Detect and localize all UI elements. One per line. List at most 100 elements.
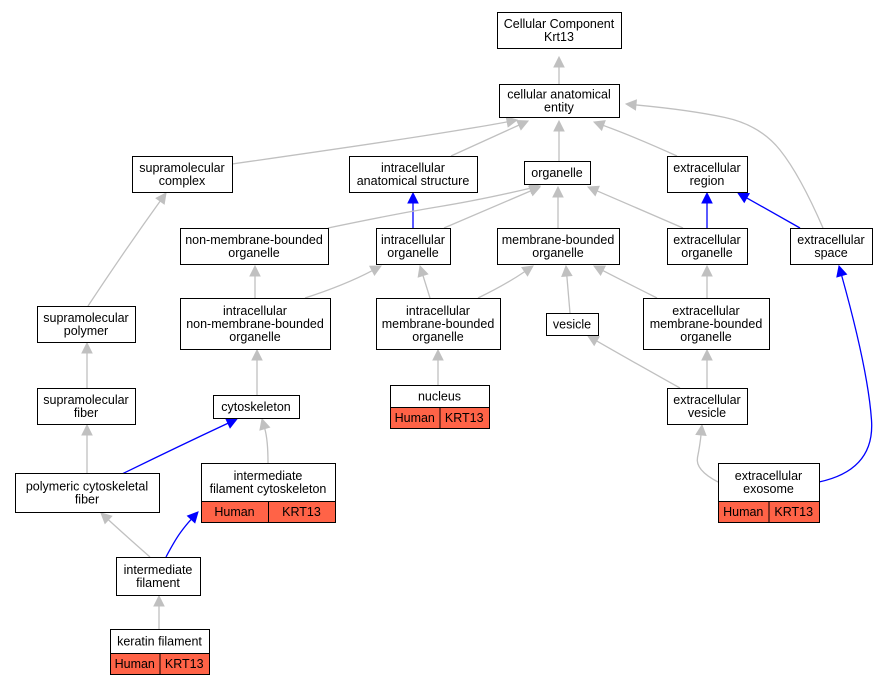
node-label-line: polymeric cytoskeletal [26, 480, 148, 494]
edge-polymeric-cytoskeletal-fiber-to-supramolecular-fiber [81, 423, 93, 473]
arrowhead-icon [528, 185, 542, 197]
gene-tag: KRT13 [282, 505, 321, 519]
arrowhead-icon [153, 594, 165, 607]
node-box [667, 156, 748, 193]
node-label-line: intermediate [234, 469, 303, 483]
species-tag: Human [723, 505, 763, 519]
node-label-line: filament cytoskeleton [210, 482, 327, 496]
node-label-line: organelle [532, 246, 583, 260]
gene-tag: KRT13 [445, 411, 484, 425]
node-label-line: keratin filament [117, 635, 202, 649]
node-label-line: anatomical structure [357, 174, 470, 188]
node-box [546, 313, 599, 336]
node-vesicle[interactable]: vesicle [546, 313, 599, 336]
node-label-line: organelle [412, 330, 463, 344]
node-label-line: fiber [74, 406, 98, 420]
tag-cell [768, 501, 820, 523]
edge-line [596, 340, 681, 389]
gene-tag: KRT13 [165, 657, 204, 671]
node-label-line: extracellular [673, 393, 740, 407]
node-box [201, 463, 336, 502]
arrowhead-icon [259, 417, 271, 431]
node-label-line: complex [159, 174, 206, 188]
node-box [497, 12, 622, 49]
edge-line [635, 104, 824, 229]
arrowhead-icon [521, 265, 534, 277]
node-organelle[interactable]: organelle [524, 161, 591, 185]
tag-cell [268, 501, 336, 523]
arrowhead-icon [701, 264, 713, 277]
node-label-line: extracellular [673, 161, 740, 175]
edge-line [477, 271, 526, 299]
edge-extracellular-space-to-cellular-anatomical-entity [624, 99, 824, 229]
node-box [718, 463, 820, 502]
node-label-line: vesicle [553, 318, 591, 332]
arrowhead-icon [249, 264, 261, 277]
edge-line [264, 428, 269, 464]
node-box [497, 228, 620, 265]
node-label-line: space [814, 246, 847, 260]
node-label-line: extracellular [735, 469, 802, 483]
edge-membrane-bounded-organelle-to-organelle [552, 185, 564, 228]
edge-line [602, 270, 658, 299]
node-label-line: organelle [228, 246, 279, 260]
arrowhead-icon [251, 348, 263, 361]
node-label-line: membrane-bounded [502, 233, 615, 247]
edge-intermediate-filament-to-polymeric-cytoskeletal-fiber [100, 512, 151, 558]
node-intracellular-non-membrane-bounded-organelle[interactable]: intracellularnon-membrane-boundedorganel… [180, 298, 331, 350]
edge-intermediate-filament-to-intermediate-filament-cytoskeleton [165, 511, 199, 558]
node-label-line: intracellular [406, 304, 470, 318]
edge-line [304, 270, 373, 299]
edge-keratin-filament-to-intermediate-filament [153, 594, 165, 629]
edge-intracellular-non-membrane-bounded-organelle-to-non-membrane-bounded-organelle [249, 264, 261, 298]
edge-line [165, 518, 192, 558]
edge-line [422, 275, 431, 299]
arrowhead-icon [586, 185, 600, 197]
node-box [213, 395, 300, 419]
arrowhead-icon [593, 265, 606, 276]
edge-line [107, 519, 151, 558]
edge-line [443, 190, 532, 229]
node-box [180, 298, 331, 350]
node-label-line: extracellular [673, 233, 740, 247]
node-box [132, 156, 233, 193]
node-box [524, 161, 591, 185]
edge-extracellular-membrane-bounded-organelle-to-membrane-bounded-organelle [593, 265, 658, 299]
node-cytoskeleton[interactable]: cytoskeleton [213, 395, 300, 419]
node-label-line: membrane-bounded [650, 317, 763, 331]
edge-line [119, 422, 229, 476]
node-label-line: supramolecular [139, 161, 224, 175]
node-label-line: entity [544, 101, 575, 115]
edge-intracellular-organelle-to-intracellular-anatomical-structure [407, 191, 419, 228]
arrowhead-icon [432, 348, 444, 361]
arrowhead-icon [836, 264, 848, 278]
node-label-line: organelle [387, 246, 438, 260]
edge-extracellular-organelle-to-extracellular-region [701, 191, 713, 228]
node-label-line: vesicle [688, 406, 726, 420]
node-label-line: region [690, 174, 725, 188]
arrowhead-icon [701, 348, 713, 361]
